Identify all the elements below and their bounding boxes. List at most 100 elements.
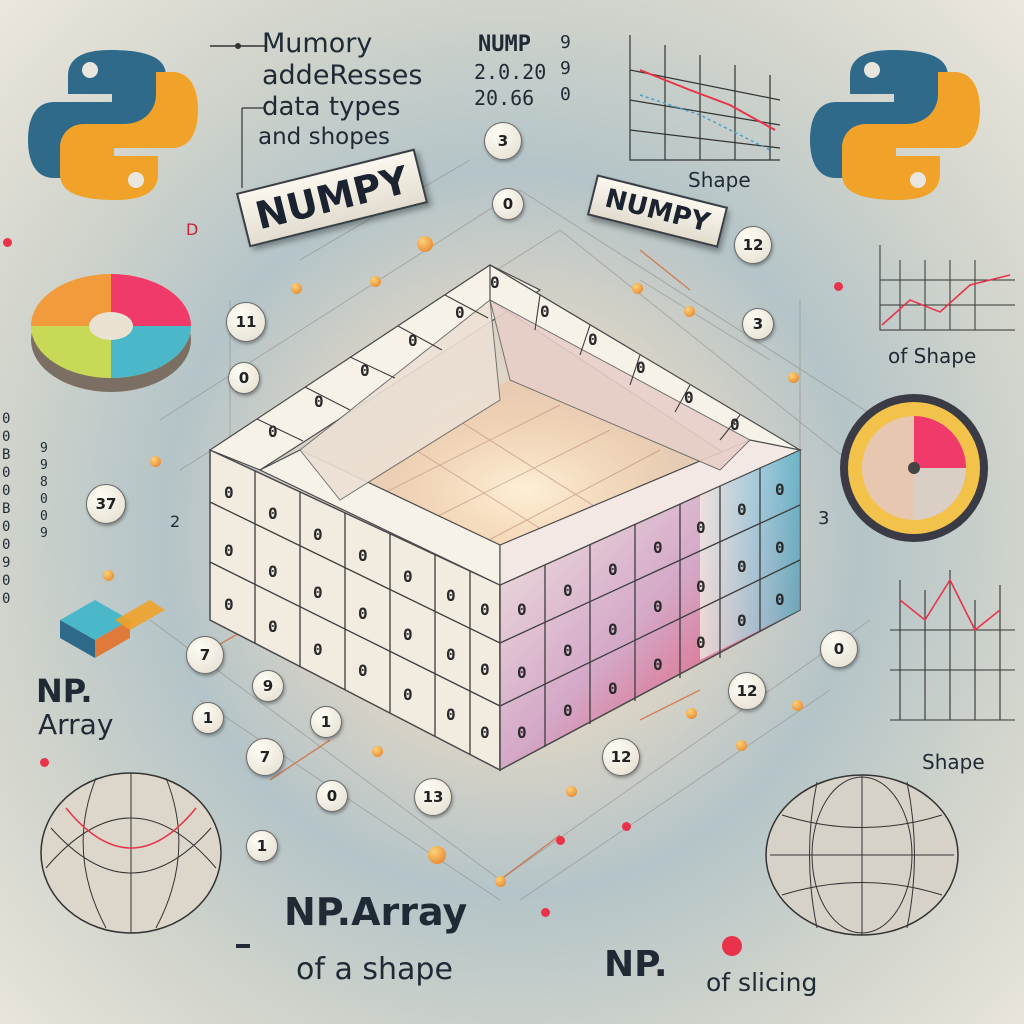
svg-text:0: 0 [224, 483, 234, 502]
svg-text:0: 0 [313, 583, 323, 602]
marker-dot [684, 306, 695, 317]
code-row-2: 20.66 [474, 86, 535, 110]
caption-pointer [210, 43, 265, 188]
value-bubble: 1 [310, 706, 342, 738]
marker-dot [495, 876, 506, 887]
svg-text:0: 0 [653, 538, 663, 557]
marker-dot [291, 283, 302, 294]
label-of-a-shape: of a shape [296, 952, 453, 987]
svg-text:0: 0 [608, 679, 618, 698]
value-bubble: 11 [226, 302, 266, 342]
svg-text:0: 0 [480, 600, 490, 619]
marker-dot [372, 746, 383, 757]
svg-text:0: 0 [775, 590, 785, 609]
marker-dot [417, 236, 433, 252]
svg-text:0: 0 [224, 595, 234, 614]
svg-text:0: 0 [563, 641, 573, 660]
svg-text:0: 0 [403, 685, 413, 704]
svg-text:0: 0 [314, 392, 324, 411]
svg-text:0: 0 [313, 525, 323, 544]
wire-sphere-icon [765, 774, 959, 936]
marker-dot [150, 456, 161, 467]
marker-dot [103, 570, 114, 581]
marker-dot [834, 282, 843, 291]
label-np-array-bottom: NP.Array [284, 890, 468, 934]
value-bubble: 1 [192, 702, 224, 734]
marker-dot [541, 908, 550, 917]
svg-text:0: 0 [636, 358, 646, 377]
marker-dot [556, 836, 565, 845]
svg-text:0: 0 [358, 546, 368, 565]
marker-dot [792, 700, 803, 711]
svg-text:0: 0 [696, 633, 706, 652]
svg-text:0: 0 [608, 620, 618, 639]
label-small-d: D [186, 220, 199, 239]
marker-dot [632, 283, 643, 294]
svg-text:0: 0 [517, 600, 527, 619]
svg-text:0: 0 [358, 661, 368, 680]
svg-text:0: 0 [490, 273, 500, 292]
svg-text:0: 0 [540, 302, 550, 321]
marker-dot [370, 276, 381, 287]
value-bubble: 1 [246, 830, 278, 862]
block-icon [60, 600, 165, 658]
wire-sphere-icon [40, 772, 222, 934]
value-bubble: 0 [228, 362, 260, 394]
value-bubble: 7 [186, 636, 224, 674]
value-bubble: 0 [492, 188, 524, 220]
bar-chart-icon [890, 570, 1015, 721]
svg-text:0: 0 [653, 655, 663, 674]
value-bubble: 7 [246, 738, 284, 776]
gauge-icon [840, 394, 988, 542]
label-of-slicing: of slicing [706, 968, 818, 997]
svg-text:0: 0 [268, 562, 278, 581]
caption-line-4: and shopes [258, 124, 390, 150]
dash-mark [236, 944, 250, 948]
value-bubble: 3 [484, 122, 522, 160]
svg-text:0: 0 [730, 415, 740, 434]
svg-text:0: 0 [268, 504, 278, 523]
value-label: 2 [170, 512, 181, 531]
value-bubble: 3 [742, 308, 774, 340]
label-of-shape-right: of Shape [888, 344, 977, 368]
svg-text:0: 0 [403, 567, 413, 586]
svg-text:0: 0 [446, 705, 456, 724]
label-shape-top: Shape [688, 168, 751, 192]
value-bubble: 12 [728, 672, 766, 710]
caption-line-1: Mumory [262, 28, 373, 59]
caption-line-3: data types [262, 92, 401, 122]
svg-text:0: 0 [408, 331, 418, 350]
svg-text:0: 0 [480, 660, 490, 679]
svg-text:0: 0 [775, 538, 785, 557]
pie-chart-icon [31, 274, 191, 392]
svg-text:0: 0 [480, 723, 490, 742]
value-bubble: 13 [414, 778, 452, 816]
marker-dot [622, 822, 631, 831]
svg-text:0: 0 [588, 330, 598, 349]
svg-text:0: 0 [403, 625, 413, 644]
label-shape-right: Shape [922, 750, 985, 774]
code-row-1: 2.0.20 [474, 60, 547, 84]
code-title: NUMP [478, 32, 531, 57]
marker-dot [686, 708, 697, 719]
svg-text:0: 0 [653, 597, 663, 616]
label-np-bottom: NP. [604, 944, 668, 985]
marker-dot [736, 740, 747, 751]
value-bubble: 0 [820, 630, 858, 668]
python-logo-icon [28, 50, 198, 200]
line-chart-icon [629, 35, 781, 161]
marker-dot [788, 372, 799, 383]
svg-text:0: 0 [775, 480, 785, 499]
value-bubble: 12 [602, 738, 640, 776]
svg-text:0: 0 [563, 701, 573, 720]
svg-text:0: 0 [684, 388, 694, 407]
marker-dot [722, 936, 742, 956]
svg-text:0: 0 [608, 560, 618, 579]
svg-text:0: 0 [455, 303, 465, 322]
label-np-left-2: Array [38, 708, 114, 741]
svg-text:0: 0 [358, 604, 368, 623]
marker-dot [3, 238, 12, 247]
svg-text:0: 0 [517, 723, 527, 742]
